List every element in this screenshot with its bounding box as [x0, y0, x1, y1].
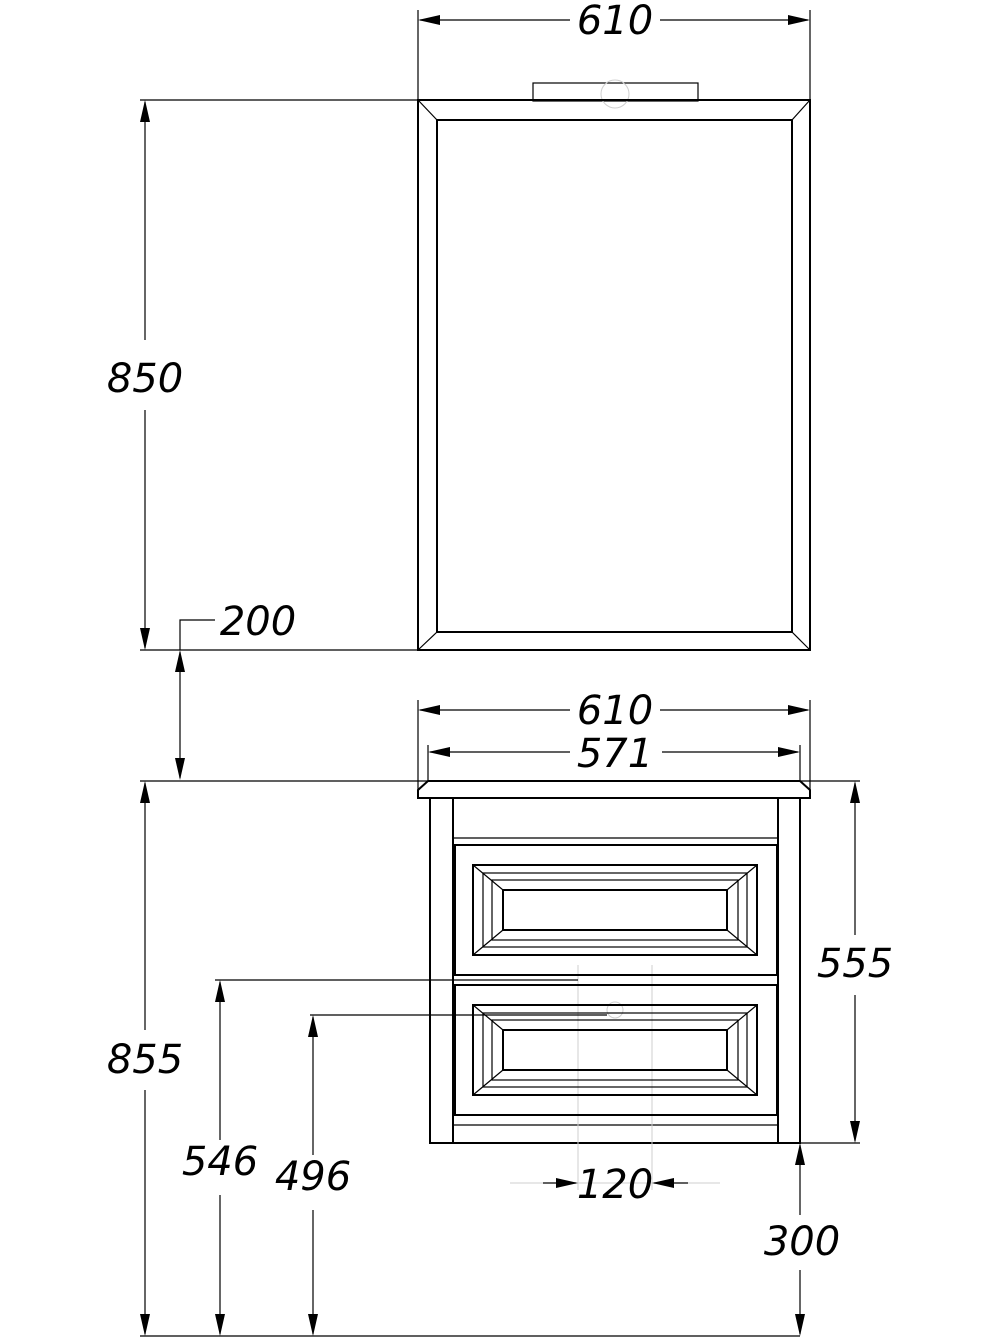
drawer-bottom [454, 984, 778, 1116]
dim-mirror-height: 850 [107, 99, 418, 651]
floor-clearance-label: 300 [764, 1219, 840, 1265]
cabinet-height-label: 555 [817, 941, 893, 987]
dim-mirror-width: 610 [417, 0, 811, 100]
cabinet-right-side [777, 797, 801, 1144]
dim-cabinet-inner-width: 571 [427, 731, 801, 781]
gap-label: 200 [220, 599, 296, 645]
mirror-width-label: 610 [577, 0, 653, 44]
dim-gap: 200 [175, 599, 296, 780]
dim-pipe-spacing: 120 [543, 1162, 688, 1208]
cabinet-left-side [429, 797, 454, 1144]
pipe-height-2-label: 496 [275, 1154, 351, 1200]
pipe-height-1-label: 546 [182, 1139, 258, 1185]
dim-pipe-height-2: 496 [275, 1014, 607, 1336]
cabinet-width-label: 610 [577, 688, 653, 734]
dim-cabinet-height: 555 [800, 780, 893, 1144]
mirror-lamp [532, 82, 699, 102]
dim-cabinet-width: 610 [417, 688, 811, 790]
total-height-label: 855 [107, 1037, 183, 1083]
drawer-top [454, 844, 778, 976]
dim-total-height: 855 [107, 780, 800, 1337]
mirror-frame-inner [436, 119, 793, 633]
mirror-frame-outer [417, 99, 811, 651]
pipe-spacing-label: 120 [577, 1162, 653, 1208]
mirror-height-label: 850 [107, 356, 183, 402]
cabinet-inner-width-label: 571 [577, 731, 653, 777]
cabinet [417, 780, 811, 1190]
dim-floor-clearance: 300 [764, 1143, 840, 1336]
cabinet-top [417, 780, 811, 799]
mirror [417, 79, 811, 651]
dim-pipe-height-1: 546 [182, 979, 578, 1336]
